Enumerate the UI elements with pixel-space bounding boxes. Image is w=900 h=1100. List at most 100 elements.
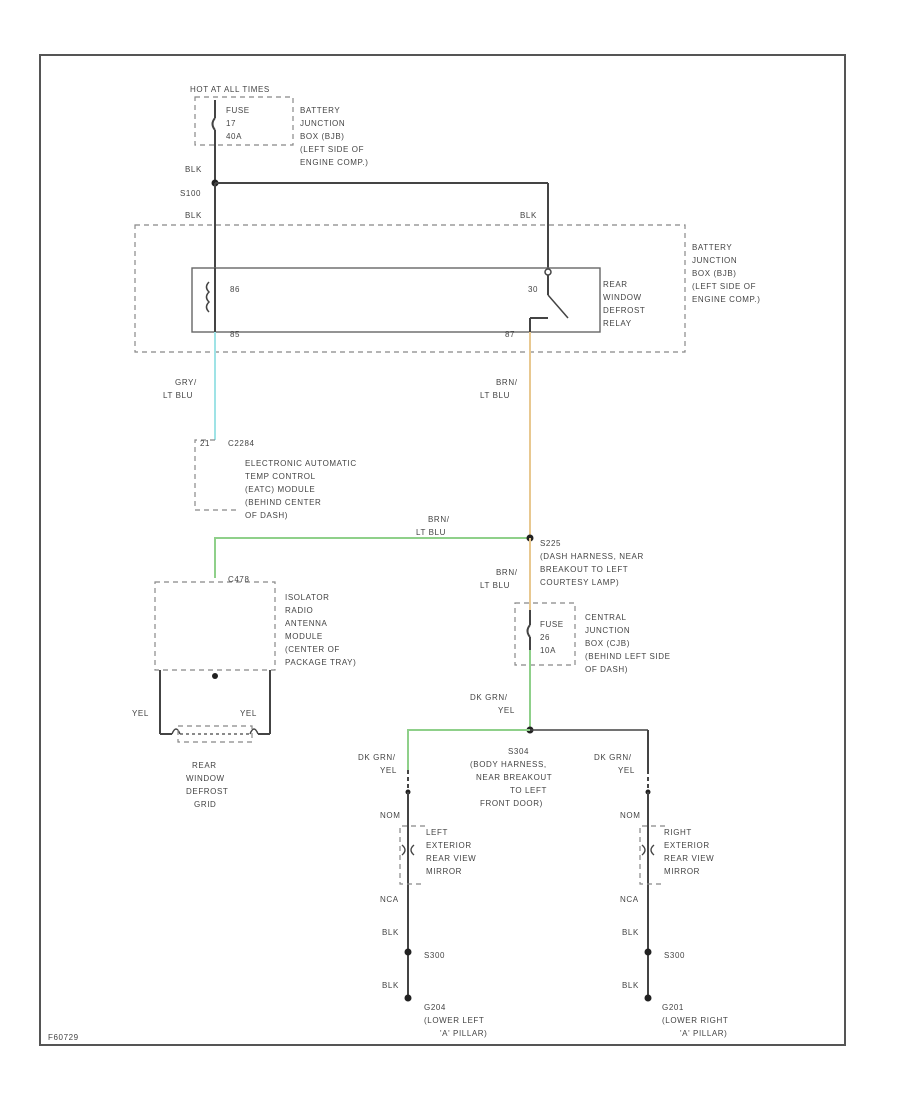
relay-label-4: RELAY bbox=[603, 319, 632, 328]
bjb-right-label-4: (LEFT SIDE OF bbox=[692, 282, 756, 291]
relay-pin-85: 85 bbox=[230, 330, 240, 339]
right-ground-label-2: (LOWER RIGHT bbox=[662, 1016, 728, 1025]
splice-s304-label-1: S304 bbox=[508, 747, 529, 756]
grid-label-3: DEFROST bbox=[186, 787, 228, 796]
grid-wire-right-label: YEL bbox=[240, 709, 257, 718]
isolator-label-3: ANTENNA bbox=[285, 619, 327, 628]
relay-pin-30: 30 bbox=[528, 285, 538, 294]
left-ground-dot bbox=[404, 994, 412, 1002]
left-return-wire: NCA bbox=[380, 895, 399, 904]
eatc-connector: C2284 bbox=[228, 439, 255, 448]
isolator-label-4: MODULE bbox=[285, 632, 323, 641]
grid-wire-left-label: YEL bbox=[132, 709, 149, 718]
grid-label-4: GRID bbox=[194, 800, 216, 809]
bjb-top-label-3: BOX (BJB) bbox=[300, 132, 345, 141]
fuse-top-label-1: FUSE bbox=[226, 106, 250, 115]
bjb-right-label-3: BOX (BJB) bbox=[692, 269, 737, 278]
left-ground-label-3: 'A' PILLAR) bbox=[440, 1029, 487, 1038]
wire-brn-mid-label-2: LT BLU bbox=[480, 581, 510, 590]
wire-dk-grn-left-2: YEL bbox=[380, 766, 397, 775]
fuse-mid-label-2: 26 bbox=[540, 633, 550, 642]
splice-s225-label-4: COURTESY LAMP) bbox=[540, 578, 619, 587]
wire-left-color-2: LT BLU bbox=[163, 391, 193, 400]
splice-s304-label-2: (BODY HARNESS, bbox=[470, 760, 547, 769]
wire-blk-1-label: BLK bbox=[185, 165, 202, 174]
right-mirror-label-3: REAR VIEW bbox=[664, 854, 714, 863]
left-ground-label-1: G204 bbox=[424, 1003, 446, 1012]
left-mirror-label-4: MIRROR bbox=[426, 867, 462, 876]
isolator-label-5: (CENTER OF bbox=[285, 645, 340, 654]
wire-dk-grn-left-1: DK GRN/ bbox=[358, 753, 396, 762]
left-splice-label: S300 bbox=[424, 951, 445, 960]
right-mirror-branch bbox=[639, 770, 665, 1000]
fuse-top-label-2: 17 bbox=[226, 119, 236, 128]
right-ground-dot bbox=[644, 994, 652, 1002]
bjb-right-label-5: ENGINE COMP.) bbox=[692, 295, 761, 304]
cjb-label-5: OF DASH) bbox=[585, 665, 628, 674]
relay-label-3: DEFROST bbox=[603, 306, 645, 315]
left-splice-dot bbox=[404, 948, 412, 956]
wire-green-to-isolator bbox=[214, 537, 530, 578]
defrost-grid-wiring bbox=[159, 670, 271, 743]
right-ground-label-1: G201 bbox=[662, 1003, 684, 1012]
diagram-border bbox=[39, 54, 846, 1046]
fuse-mid-label-1: FUSE bbox=[540, 620, 564, 629]
eatc-label-1: ELECTRONIC AUTOMATIC bbox=[245, 459, 357, 468]
eatc-label-5: OF DASH) bbox=[245, 511, 288, 520]
figure-id: F60729 bbox=[48, 1033, 79, 1042]
relay-body bbox=[191, 267, 601, 333]
grid-label-1: REAR bbox=[192, 761, 217, 770]
right-mirror-label-1: RIGHT bbox=[664, 828, 692, 837]
wire-blk-2-label: BLK bbox=[185, 211, 202, 220]
splice-s225-label-3: BREAKOUT TO LEFT bbox=[540, 565, 628, 574]
eatc-box bbox=[194, 439, 240, 511]
bjb-right-label-2: JUNCTION bbox=[692, 256, 737, 265]
relay-label-1: REAR bbox=[603, 280, 628, 289]
wire-right-color-1: BRN/ bbox=[496, 378, 518, 387]
relay-switch-symbol bbox=[529, 268, 569, 332]
fuse-top-label-3: 40A bbox=[226, 132, 242, 141]
left-blk-2: BLK bbox=[382, 981, 399, 990]
wire-dk-grn-right-2: YEL bbox=[618, 766, 635, 775]
wire-blk-3-label: BLK bbox=[520, 211, 537, 220]
eatc-pin: 21 bbox=[200, 439, 210, 448]
splice-s304-label-5: FRONT DOOR) bbox=[480, 799, 543, 808]
fuse-mid-symbol bbox=[526, 610, 531, 650]
left-mirror-label-2: EXTERIOR bbox=[426, 841, 472, 850]
eatc-label-2: TEMP CONTROL bbox=[245, 472, 316, 481]
fuse-top-box bbox=[194, 96, 294, 146]
cjb-label-1: CENTRAL bbox=[585, 613, 627, 622]
isolator-connector: C478 bbox=[228, 575, 250, 584]
wire-right-color-2: LT BLU bbox=[480, 391, 510, 400]
left-ground-label-2: (LOWER LEFT bbox=[424, 1016, 484, 1025]
right-mirror-label-2: EXTERIOR bbox=[664, 841, 710, 850]
cjb-label-4: (BEHIND LEFT SIDE bbox=[585, 652, 671, 661]
wire-dk-grn-mid-2: YEL bbox=[498, 706, 515, 715]
relay-label-2: WINDOW bbox=[603, 293, 642, 302]
bjb-top-label-1: BATTERY bbox=[300, 106, 340, 115]
splice-s304-label-3: NEAR BREAKOUT bbox=[476, 773, 552, 782]
left-mirror-branch bbox=[399, 770, 425, 1000]
fuse-top-symbol bbox=[211, 100, 216, 183]
wire-left-color-1: GRY/ bbox=[175, 378, 197, 387]
wire-brn-mid-label-1: BRN/ bbox=[496, 568, 518, 577]
grid-label-2: WINDOW bbox=[186, 774, 225, 783]
wire-green-label-1: BRN/ bbox=[428, 515, 450, 524]
cjb-fuse-box bbox=[514, 602, 576, 666]
isolator-label-1: ISOLATOR bbox=[285, 593, 330, 602]
wire-green-label-2: LT BLU bbox=[416, 528, 446, 537]
wire-dk-grn-right-1: DK GRN/ bbox=[594, 753, 632, 762]
isolator-label-6: PACKAGE TRAY) bbox=[285, 658, 356, 667]
right-mirror-label-4: MIRROR bbox=[664, 867, 700, 876]
bjb-top-label-2: JUNCTION bbox=[300, 119, 345, 128]
wire-dk-grn-mid-1: DK GRN/ bbox=[470, 693, 508, 702]
left-mirror-connector: NOM bbox=[380, 811, 400, 820]
wire-dk-grn-left bbox=[407, 729, 530, 770]
left-mirror-label-1: LEFT bbox=[426, 828, 448, 837]
right-splice-label: S300 bbox=[664, 951, 685, 960]
bjb-top-label-4: (LEFT SIDE OF bbox=[300, 145, 364, 154]
relay-coil-symbol bbox=[205, 268, 216, 332]
bjb-top-label-5: ENGINE COMP.) bbox=[300, 158, 369, 167]
cjb-label-2: JUNCTION bbox=[585, 626, 630, 635]
splice-s100-label: S100 bbox=[180, 189, 201, 198]
